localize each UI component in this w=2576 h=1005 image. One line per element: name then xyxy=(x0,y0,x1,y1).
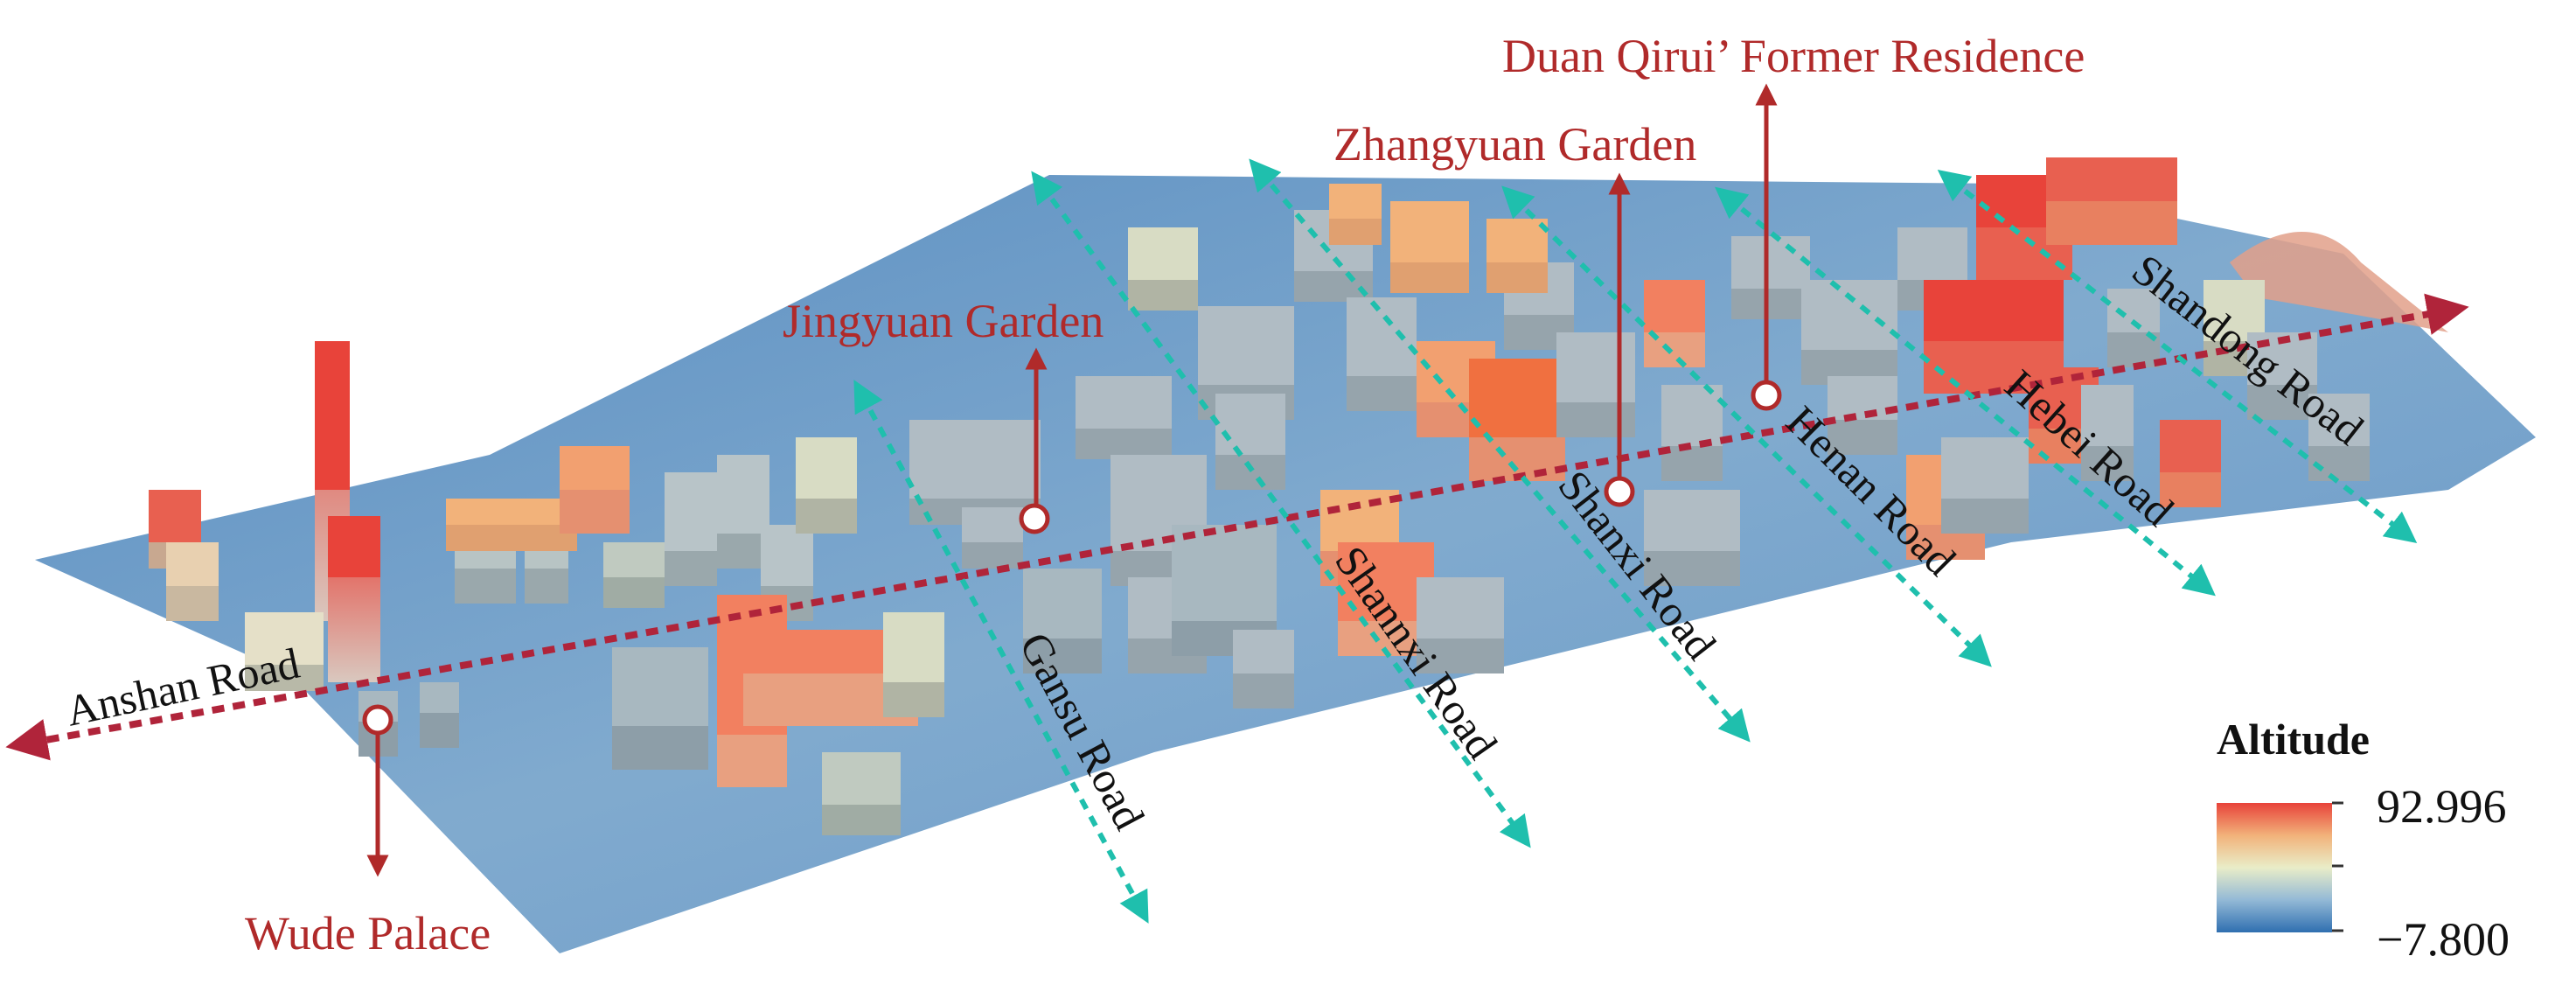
building-roof xyxy=(1644,490,1740,551)
building-roof xyxy=(1556,332,1635,402)
wude-marker xyxy=(362,704,393,736)
building-roof xyxy=(1801,280,1897,350)
anshan-road-label: Anshan Road xyxy=(62,639,304,736)
building-block xyxy=(883,612,944,717)
wude-label: Wude Palace xyxy=(245,907,491,960)
building-roof xyxy=(1347,297,1417,376)
building-roof xyxy=(166,542,219,586)
building-block xyxy=(1347,297,1417,411)
building-block xyxy=(1644,280,1705,367)
building-roof xyxy=(328,516,380,577)
building-roof xyxy=(149,490,201,542)
building-roof xyxy=(612,647,708,726)
building-roof xyxy=(1215,394,1285,455)
building-roof xyxy=(665,472,717,551)
duan-qirui-marker xyxy=(1751,380,1782,411)
building-roof xyxy=(1897,227,1967,280)
building-roof xyxy=(822,752,901,805)
legend-colorbar xyxy=(2217,803,2332,932)
building-block xyxy=(446,499,577,551)
building-roof xyxy=(717,455,769,534)
building-roof xyxy=(420,682,459,713)
building-roof xyxy=(446,499,577,525)
building-roof xyxy=(1198,306,1294,385)
building-roof xyxy=(909,420,1041,499)
building-roof xyxy=(2046,157,2177,201)
altitude-legend: Altitude 92.996 −7.800 xyxy=(2217,715,2510,966)
building-block xyxy=(822,752,901,835)
building-block xyxy=(560,446,630,534)
building-block xyxy=(1390,201,1469,293)
building-block xyxy=(1215,394,1285,490)
building-block xyxy=(603,542,665,608)
building-roof xyxy=(1390,201,1469,262)
building-block xyxy=(1469,359,1565,481)
building-block xyxy=(796,437,857,534)
building-roof xyxy=(761,525,813,586)
building-block xyxy=(1661,385,1723,481)
building-block xyxy=(1941,437,2029,534)
building-roof xyxy=(1329,184,1382,219)
building-roof xyxy=(1731,236,1810,289)
building-roof xyxy=(1644,280,1705,332)
building-roof xyxy=(603,542,665,577)
building-roof xyxy=(1661,385,1723,446)
hebei-road-axis xyxy=(1715,186,2216,597)
building-block xyxy=(1128,227,1198,311)
building-block xyxy=(1329,184,1382,245)
building-roof xyxy=(1924,280,2064,341)
building-roof xyxy=(1076,376,1172,429)
cross-roads xyxy=(853,158,2418,924)
landmarks: Duan Qirui’ Former Residence Zhangyuan G… xyxy=(245,30,2085,960)
anshan-road-axis xyxy=(5,293,2469,761)
legend-title: Altitude xyxy=(2217,715,2370,764)
building-block xyxy=(612,647,708,770)
building-roof xyxy=(962,507,1023,542)
building-block xyxy=(665,472,717,586)
building-block xyxy=(1233,630,1294,708)
building-block xyxy=(166,542,219,621)
building-roof xyxy=(1486,219,1548,262)
building-block xyxy=(1486,219,1548,293)
building-block xyxy=(962,507,1023,569)
building-block xyxy=(420,682,459,748)
building-block xyxy=(1556,332,1635,437)
building-block xyxy=(1076,376,1172,459)
building-roof xyxy=(315,341,350,490)
jingyuan-label: Jingyuan Garden xyxy=(783,295,1104,347)
building-roof xyxy=(560,446,630,490)
legend-max: 92.996 xyxy=(2377,780,2507,833)
building-roof xyxy=(1023,569,1102,639)
shanxi-road-axis xyxy=(1249,158,1751,743)
building-block xyxy=(1731,236,1810,319)
duan-qirui-label: Duan Qirui’ Former Residence xyxy=(1502,30,2085,82)
building-roof xyxy=(1469,359,1565,437)
building-block xyxy=(328,516,380,682)
building-block xyxy=(2046,157,2177,245)
jingyuan-marker xyxy=(1019,503,1050,534)
building-roof xyxy=(883,612,944,682)
building-roof xyxy=(1233,630,1294,673)
building-roof xyxy=(1941,437,2029,499)
building-roof xyxy=(1128,227,1198,280)
legend-min: −7.800 xyxy=(2377,913,2510,966)
building-roof xyxy=(2160,420,2221,472)
zhangyuan-marker xyxy=(1604,476,1635,507)
building-roof xyxy=(796,437,857,499)
zhangyuan-label: Zhangyuan Garden xyxy=(1333,118,1696,171)
